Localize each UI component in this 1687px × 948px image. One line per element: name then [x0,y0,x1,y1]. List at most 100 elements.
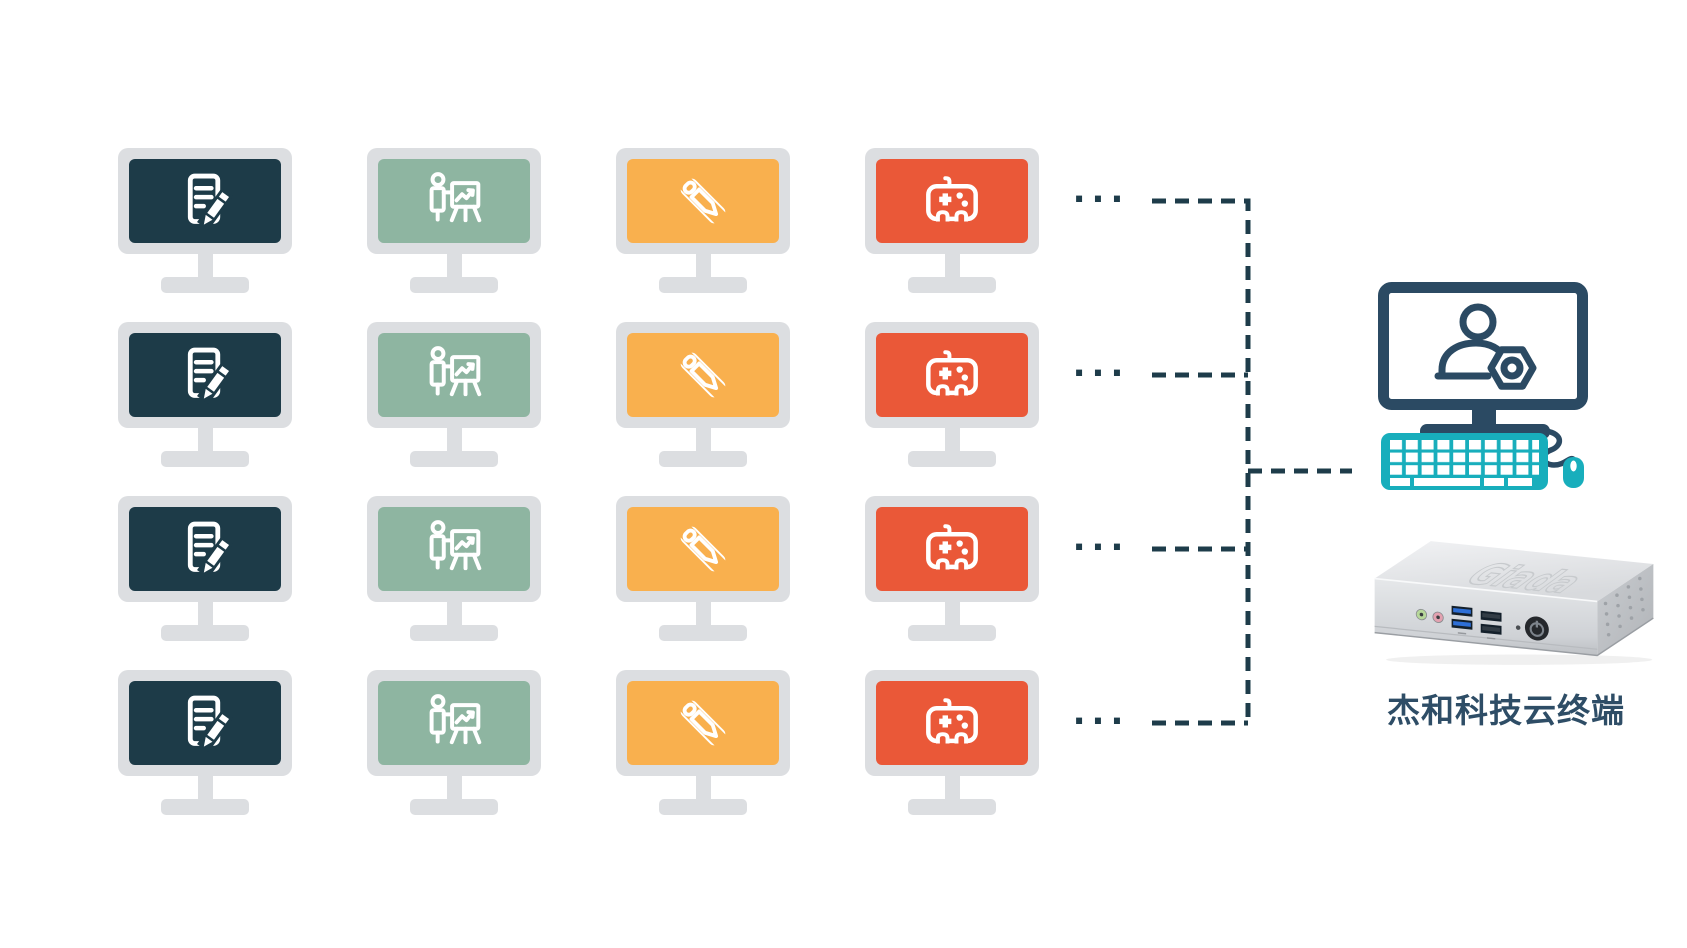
monitor-screen [129,159,281,243]
vent-grille [1603,576,1645,637]
monitor-bezel [865,496,1039,602]
monitor-screen [627,159,779,243]
monitor-screen [876,333,1028,417]
row-ellipsis: ... [1072,519,1130,559]
presenter-chart-icon [422,517,486,581]
monitor-stand-neck [944,427,960,451]
monitor-bezel [118,670,292,776]
monitor-stand-base [410,799,498,815]
monitor-stand-neck [197,253,213,277]
user-gear-icon [1434,303,1537,390]
monitor-stand-base [410,451,498,467]
monitor-stand-base [659,277,747,293]
monitor-stand-base [659,451,747,467]
monitor-stand-neck [695,253,711,277]
monitor-documents-row4 [118,670,292,815]
cloud-terminal-label: 杰和科技云终端 [1387,691,1625,730]
monitor-screen [378,333,530,417]
monitor-gaming-row4 [865,670,1039,815]
ruler-pencil-icon [671,343,735,407]
usb-ports [1451,605,1502,640]
document-pencil-icon [173,691,237,755]
monitor-stand-base [161,277,249,293]
monitor-screen [378,159,530,243]
monitor-screen [129,333,281,417]
gamepad-icon [920,691,984,755]
monitor-bezel [118,496,292,602]
monitor-stand-base [410,277,498,293]
monitor-documents-row2 [118,322,292,467]
monitor-screen [378,507,530,591]
front-ports [1374,605,1598,650]
cloud-terminal-device-image: Giada [1374,541,1654,665]
gamepad-icon [920,343,984,407]
monitor-stand-neck [197,427,213,451]
edge-shade [1374,617,1654,657]
monitor-screen [129,507,281,591]
monitor-stand-neck [446,253,462,277]
monitor-bezel [865,322,1039,428]
keyboard-icon [1381,433,1548,490]
ruler-pencil-icon [671,691,735,755]
monitor-stand-neck [944,601,960,625]
monitor-gaming-row1 [865,148,1039,293]
monitor-screen [129,681,281,765]
document-pencil-icon [173,169,237,233]
monitor-stand-neck [695,601,711,625]
monitor-screen [876,681,1028,765]
monitor-bezel [367,148,541,254]
monitor-stand-neck [446,601,462,625]
monitor-stand-neck [446,427,462,451]
monitor-bezel [118,322,292,428]
monitor-bezel [118,148,292,254]
monitor-stand-neck [197,775,213,799]
monitor-presentation-row3 [367,496,541,641]
presenter-chart-icon [422,343,486,407]
edge-highlight [1374,577,1598,603]
row-ellipsis: ... [1072,171,1130,211]
presenter-chart-icon [422,691,486,755]
monitor-presentation-row2 [367,322,541,467]
monitor-documents-row1 [118,148,292,293]
row-ellipsis: ... [1072,693,1130,733]
monitor-presentation-row1 [367,148,541,293]
monitor-stand-base [908,625,996,641]
monitor-design-row3 [616,496,790,641]
gamepad-icon [920,169,984,233]
monitor-bezel [616,670,790,776]
monitor-bezel [367,322,541,428]
monitor-stand-neck [695,427,711,451]
device-shadow [1386,654,1653,665]
mouse-icon [1563,457,1584,488]
monitor-bezel [616,148,790,254]
monitor-screen [378,681,530,765]
device-top-face [1374,541,1654,602]
ruler-pencil-icon [671,169,735,233]
monitor-documents-row3 [118,496,292,641]
monitor-stand-base [908,451,996,467]
document-pencil-icon [173,343,237,407]
row-ellipsis: ... [1072,345,1130,385]
monitor-stand-base [410,625,498,641]
admin-workstation-icon [1378,282,1588,490]
monitor-stand-base [161,451,249,467]
monitor-design-row4 [616,670,790,815]
monitor-presentation-row4 [367,670,541,815]
monitor-gaming-row3 [865,496,1039,641]
power-button [1524,616,1549,641]
monitor-screen [627,333,779,417]
monitor-stand-base [161,625,249,641]
monitor-screen [876,507,1028,591]
monitor-neck [1472,404,1496,425]
monitor-design-row1 [616,148,790,293]
gamepad-icon [920,517,984,581]
monitor-stand-neck [446,775,462,799]
monitor-bezel [616,322,790,428]
ruler-pencil-icon [671,517,735,581]
monitor-stand-base [659,625,747,641]
monitor-stand-neck [695,775,711,799]
document-pencil-icon [173,517,237,581]
presenter-chart-icon [422,169,486,233]
monitor-design-row2 [616,322,790,467]
